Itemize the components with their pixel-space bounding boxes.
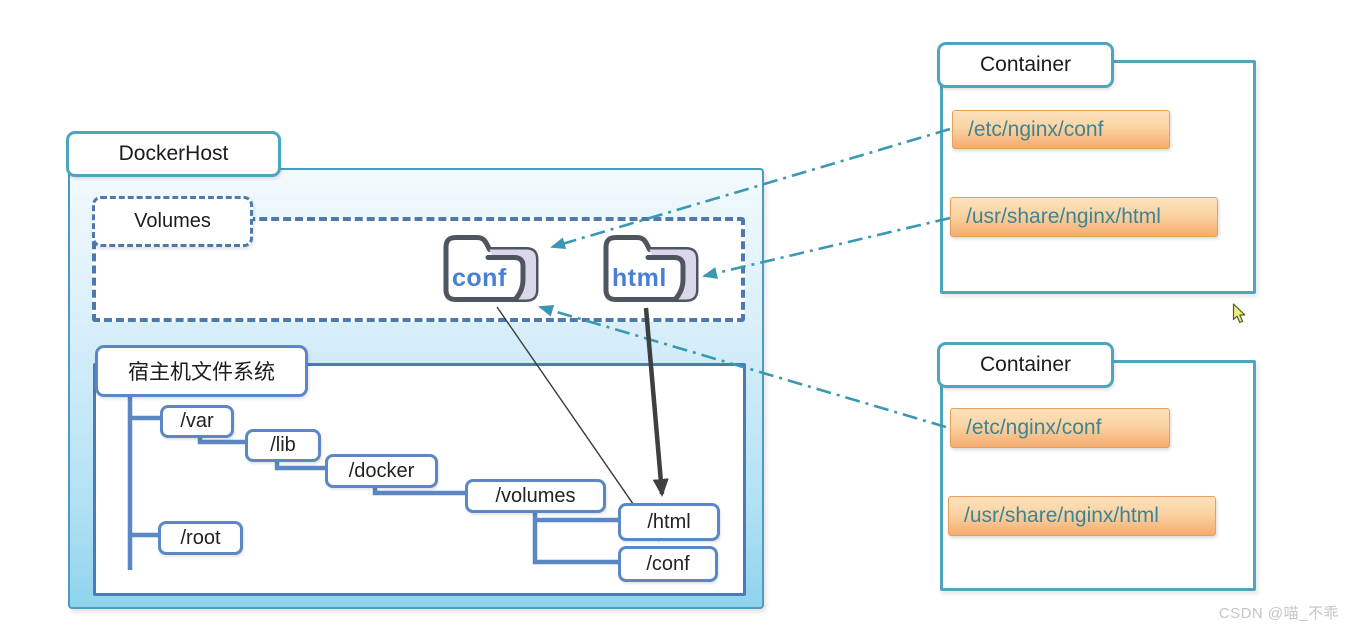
tree-node-root: /root — [158, 521, 243, 555]
watermark: CSDN @喵_不乖 — [1218, 605, 1339, 622]
container-2-path-etc-nginx-conf: /etc/nginx/conf — [950, 408, 1170, 448]
folder-html: html — [603, 231, 701, 306]
tree-node-html: /html — [618, 503, 720, 541]
hostfs-label: 宿主机文件系统 — [95, 345, 308, 397]
tree-node-conf: /conf — [618, 546, 718, 582]
dockerhost-label: DockerHost — [66, 131, 281, 177]
container-1-path-etc-nginx-conf: /etc/nginx/conf — [952, 110, 1170, 149]
container-2-path-usr-share-nginx-html: /usr/share/nginx/html — [948, 496, 1216, 536]
folder-conf-label: conf — [452, 264, 507, 292]
tree-node-lib: /lib — [245, 429, 321, 462]
folder-conf: conf — [443, 231, 541, 306]
tree-node-volumes: /volumes — [465, 479, 606, 513]
mouse-cursor-icon — [1232, 303, 1246, 324]
container-1-label: Container — [937, 42, 1114, 88]
container-2-box — [940, 360, 1256, 591]
container-1-box — [940, 60, 1256, 294]
container-1-path-usr-share-nginx-html: /usr/share/nginx/html — [950, 197, 1218, 237]
container-2-label: Container — [937, 342, 1114, 388]
tree-node-var: /var — [160, 405, 234, 438]
folder-html-label: html — [612, 264, 667, 292]
folder-icon — [443, 235, 539, 302]
tree-node-docker: /docker — [325, 454, 438, 488]
volumes-label: Volumes — [92, 196, 253, 247]
